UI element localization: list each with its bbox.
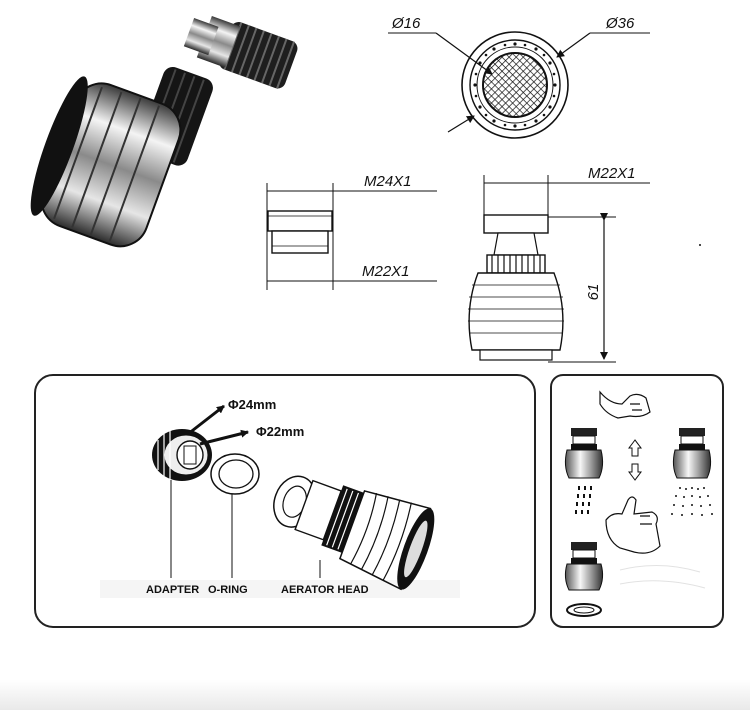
small-aerator-left	[564, 428, 604, 479]
o-ring-label: O-RING	[208, 584, 248, 596]
arrow-up-icon	[628, 439, 642, 457]
adapter-drawing: M24X1 M22X1	[266, 173, 437, 290]
product-photo	[30, 15, 298, 248]
arrow-down-icon	[628, 463, 642, 481]
inner-diameter-label: Ø16	[391, 15, 421, 32]
adapter-part	[152, 429, 212, 481]
head-thread-label: M22X1	[588, 165, 636, 182]
small-aerator-bottom	[564, 542, 604, 617]
spray-stream-icon	[575, 486, 592, 514]
hand-twist-icon	[599, 390, 651, 419]
speck	[699, 244, 701, 246]
height-label: 61	[585, 284, 602, 301]
instruction-panel	[550, 374, 724, 628]
spray-shower-icon	[671, 487, 713, 516]
adapter-label: ADAPTER	[146, 584, 199, 596]
end-view-drawing: Ø16 Ø36	[388, 15, 650, 139]
o-ring-part	[210, 453, 260, 495]
aerator-head-label: AERATOR HEAD	[281, 584, 369, 596]
outer-size-label: Φ24mm	[228, 397, 276, 412]
small-aerator-right	[672, 428, 712, 479]
inner-size-label: Φ22mm	[256, 424, 304, 439]
assembly-panel: Φ24mm Φ22mm ADAPTER O-RING AERATOR HEAD	[34, 374, 536, 628]
aerator-head-part	[273, 475, 435, 591]
aerator-head-drawing: M22X1 61	[468, 165, 650, 363]
adapter-top-thread-label: M24X1	[364, 173, 412, 190]
bottom-fade	[0, 680, 750, 710]
hand-switch-icon	[605, 496, 661, 554]
adapter-bottom-thread-label: M22X1	[362, 263, 410, 280]
outer-diameter-label: Ø36	[605, 15, 635, 32]
